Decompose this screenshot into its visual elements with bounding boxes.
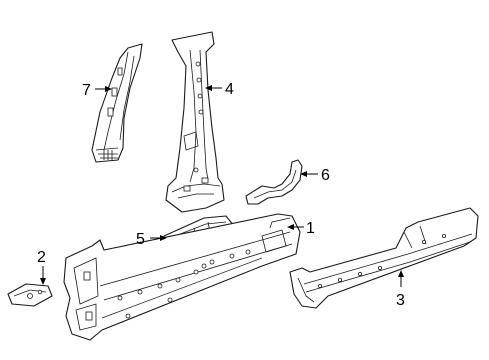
part-2-bracket <box>7 283 53 307</box>
callout-1: 1 <box>306 220 315 237</box>
part-3-outer-rocker <box>289 207 479 309</box>
callout-5: 5 <box>136 231 145 248</box>
part-4-center-pillar <box>165 31 225 213</box>
part-7-pillar-reinforcement <box>91 43 143 163</box>
part-6-bracket <box>245 159 303 205</box>
callout-4: 4 <box>225 81 234 98</box>
leader-lines <box>40 85 404 287</box>
callout-2: 2 <box>37 249 46 266</box>
leader-2 <box>40 266 46 285</box>
leader-1 <box>287 224 304 230</box>
callout-6: 6 <box>321 167 330 184</box>
part-1-inner-rocker <box>63 213 301 341</box>
callout-7: 7 <box>82 82 91 99</box>
callout-3: 3 <box>396 292 405 309</box>
leader-4 <box>205 85 222 91</box>
leader-5 <box>150 235 167 241</box>
leader-7 <box>95 86 112 92</box>
leader-3 <box>398 270 404 287</box>
leader-6 <box>300 171 318 177</box>
